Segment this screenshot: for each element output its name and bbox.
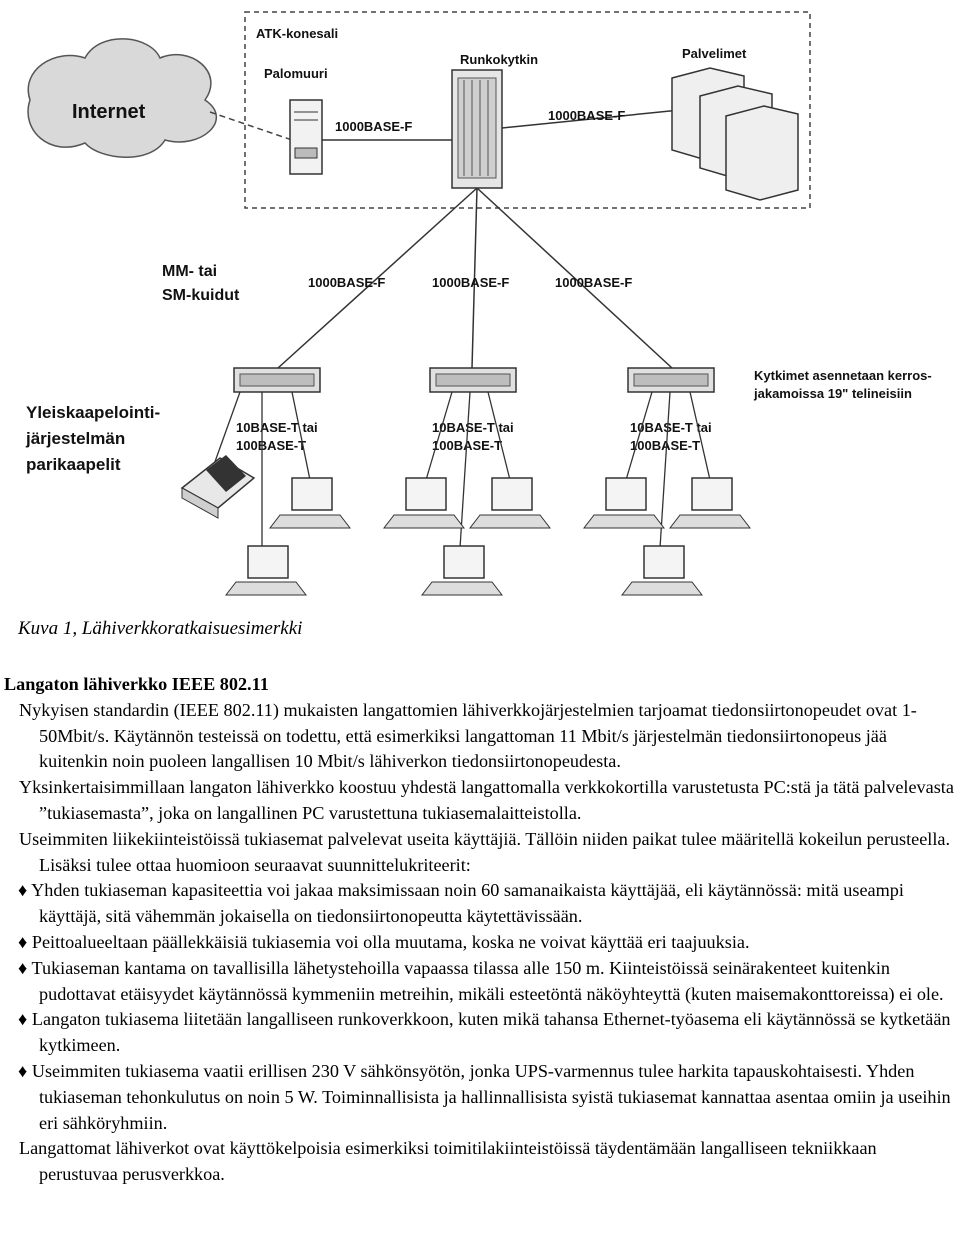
paragraph: Langattomat lähiverkot ovat käyttökelpoi… — [19, 1138, 877, 1185]
paragraph: Useimmiten liikekiinteistöissä tukiasema… — [19, 828, 950, 875]
bullet-item: ♦ Useimmiten tukiasema vaatii erillisen … — [18, 1060, 951, 1133]
section-heading: Langaton lähiverkko IEEE 802.11 — [4, 674, 269, 694]
copper-label-3b: 100BASE-T — [630, 438, 700, 453]
paragraph: Yksinkertaisimmillaan langaton lähiverkk… — [19, 777, 954, 823]
switch-note-2: jakamoissa 19" telineisiin — [753, 386, 912, 401]
workstation-icon — [620, 545, 704, 596]
firewall-server-icon — [289, 99, 323, 175]
workstation-icon — [668, 477, 752, 529]
fw-link-label: 1000BASE-F — [335, 119, 412, 134]
core-switch-icon — [451, 69, 503, 189]
firewall-label: Palomuuri — [264, 66, 328, 81]
switch-note-1: Kytkimet asennetaan kerros- — [754, 368, 932, 383]
cabling-label-1: Yleiskaapelointi- — [26, 403, 160, 422]
floor-switch-icon — [429, 367, 517, 393]
paragraph: Nykyisen standardin (IEEE 802.11) mukais… — [19, 699, 917, 772]
fiber-label-1: MM- tai — [162, 263, 217, 280]
server-link-label: 1000BASE-F — [548, 108, 625, 123]
diamond-bullet-icon: ♦ — [18, 931, 28, 952]
network-diagram: Internet ATK-konesali Palomuuri Runkokyt… — [25, 11, 932, 596]
fiber-label-2: SM-kuidut — [162, 287, 240, 304]
cabling-label-3: parikaapelit — [26, 455, 121, 474]
internet-cloud — [27, 38, 218, 158]
copper-label-2a: 10BASE-T tai — [432, 420, 514, 435]
diamond-bullet-icon: ♦ — [18, 957, 28, 978]
floor-link-label-1: 1000BASE-F — [308, 275, 385, 290]
servers-label: Palvelimet — [682, 46, 747, 61]
bullet-item: ♦ Langaton tukiasema liitetään langallis… — [18, 1009, 951, 1056]
figure-caption: Kuva 1, Lähiverkkoratkaisuesimerkki — [18, 618, 303, 639]
core-switch-label: Runkokytkin — [460, 52, 538, 67]
diamond-bullet-icon: ♦ — [18, 880, 28, 901]
copper-label-1b: 100BASE-T — [236, 438, 306, 453]
bullet-item: ♦ Yhden tukiaseman kapasiteettia voi jak… — [18, 880, 904, 927]
bullet-item: ♦ Peittoalueeltaan päällekkäisiä tukiase… — [18, 931, 750, 952]
floor-switch-icon — [233, 367, 321, 393]
copper-label-3a: 10BASE-T tai — [630, 420, 712, 435]
workstation-icon — [268, 477, 352, 529]
servers-icon — [671, 67, 799, 201]
copper-label-1a: 10BASE-T tai — [236, 420, 318, 435]
floor-switch-icon — [627, 367, 715, 393]
floor-link-label-2: 1000BASE-F — [432, 275, 509, 290]
laptop-icon — [180, 455, 256, 519]
document-body: Langaton lähiverkko IEEE 802.11 Nykyisen… — [4, 672, 954, 1188]
diamond-bullet-icon: ♦ — [18, 1060, 28, 1081]
datacenter-label: ATK-konesali — [256, 26, 338, 41]
bullet-item: ♦ Tukiaseman kantama on tavallisilla läh… — [18, 957, 944, 1004]
internet-label: Internet — [72, 101, 146, 123]
workstation-icon — [468, 477, 552, 529]
workstation-icon — [224, 545, 308, 596]
diamond-bullet-icon: ♦ — [18, 1009, 28, 1030]
datacenter-box — [244, 11, 811, 209]
workstation-icon — [582, 477, 666, 529]
cabling-label-2: järjestelmän — [25, 429, 125, 448]
workstation-icon — [420, 545, 504, 596]
floor-link-label-3: 1000BASE-F — [555, 275, 632, 290]
workstation-icon — [382, 477, 466, 529]
